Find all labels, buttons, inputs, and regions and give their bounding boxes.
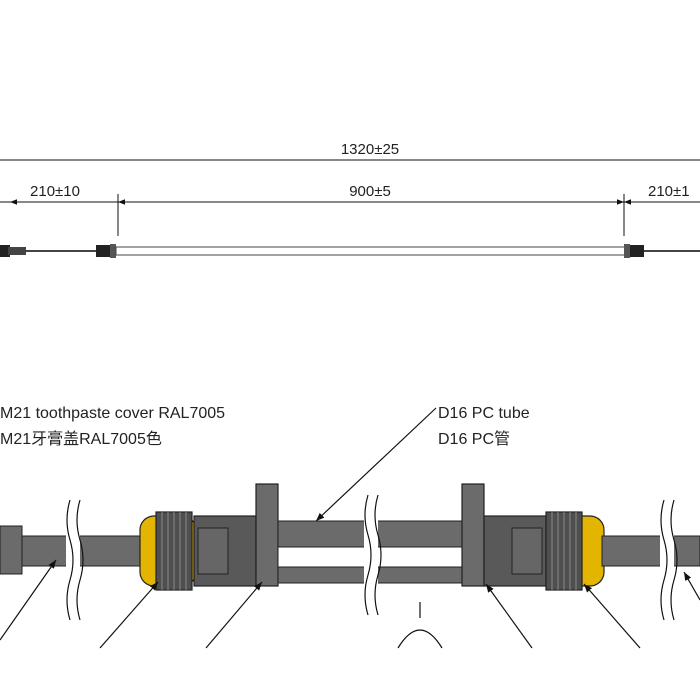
- left-cable-gland: [193, 483, 279, 587]
- left-gland-small: [96, 245, 110, 257]
- cover-callout-line1: M21 toothpaste cover RAL7005: [0, 405, 225, 422]
- middle-segment-label: 900±5: [349, 183, 391, 200]
- cover-callout-line2: M21牙膏盖RAL7005色: [0, 429, 162, 448]
- break-mark-right-cable: [660, 499, 678, 621]
- overview-drawing: 1320±25 210±10 900±5 210±1: [0, 141, 700, 258]
- tube-callout-line1: D16 PC tube: [438, 405, 530, 422]
- lower-leader-lines: [0, 559, 700, 649]
- left-end-connector: [0, 245, 10, 257]
- right-segment-label: 210±1: [648, 183, 690, 200]
- left-toothpaste-cover: [139, 511, 197, 591]
- left-cable-end: [0, 525, 23, 575]
- break-mark-left-cable: [66, 499, 84, 621]
- right-toothpaste-cover: [545, 511, 605, 591]
- overview-tube: [115, 246, 629, 256]
- tube-callout-line2: D16 PC管: [438, 430, 510, 448]
- overview-assembly: [0, 244, 700, 258]
- right-gland-small: [630, 245, 644, 257]
- break-mark-tube: [364, 494, 382, 616]
- left-segment-label: 210±10: [30, 183, 80, 200]
- detail-drawing: M21 toothpaste cover RAL7005 M21牙膏盖RAL70…: [0, 405, 700, 649]
- view-symbol: [397, 602, 443, 649]
- right-cable: [601, 535, 700, 567]
- tube-leader-line: [315, 407, 437, 522]
- right-cable-gland: [461, 483, 547, 587]
- overall-dimension-label: 1320±25: [341, 141, 399, 158]
